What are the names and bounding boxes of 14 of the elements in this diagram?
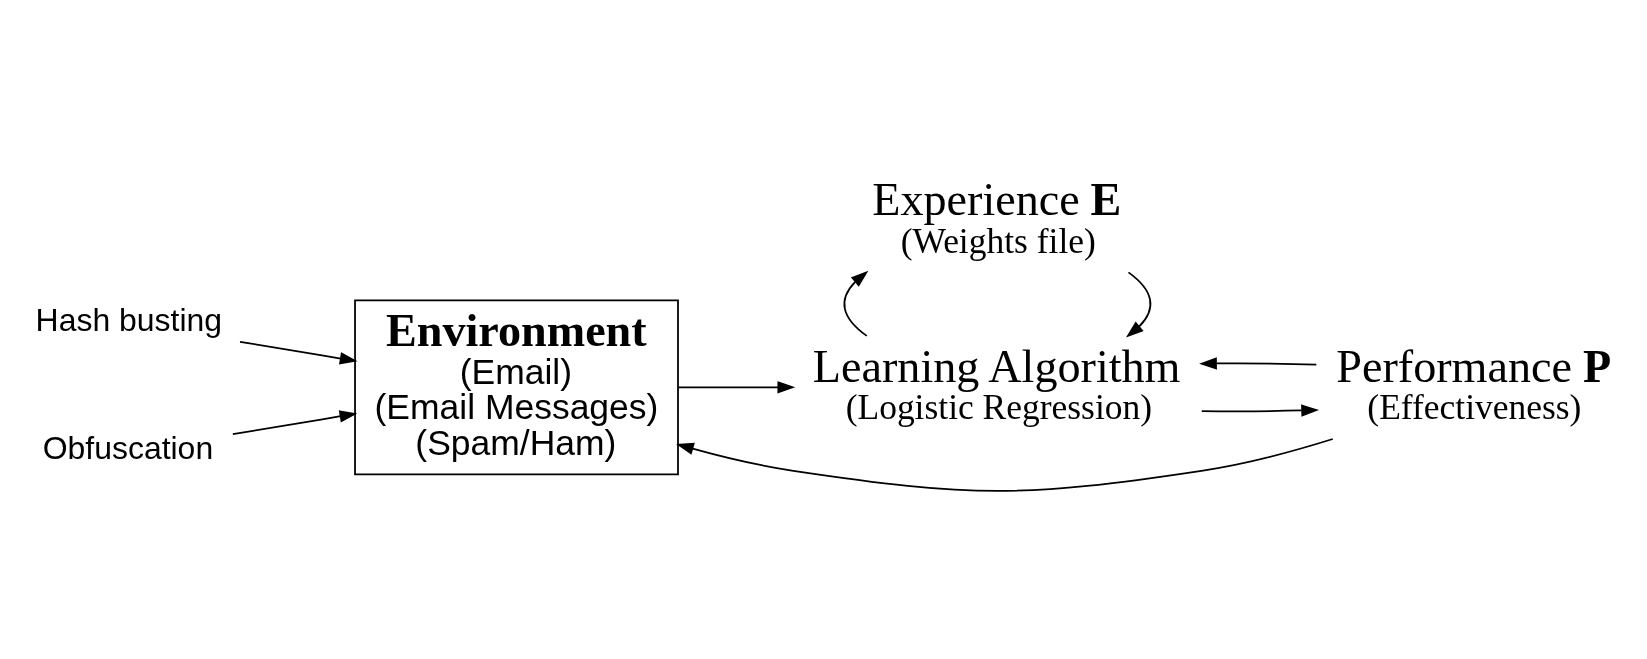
node-text: Learning Algorithm (Logistic Regression) [812, 340, 1181, 427]
node-text: Performance P (Effectiveness) [1336, 340, 1612, 427]
arrow [1200, 403, 1320, 417]
arrow [231, 409, 358, 435]
arrow [239, 340, 358, 364]
node-box: Environment (Email) (Email Messages) (Spam/Ham) [354, 299, 679, 475]
node-text: Obfuscation [42, 429, 214, 466]
arrow [1125, 271, 1152, 338]
arrow [843, 270, 869, 337]
arrow [677, 380, 796, 394]
node-text: Experience E (Weights file) [872, 173, 1122, 260]
node-text: Hash busting [35, 301, 223, 338]
arrow [1199, 356, 1318, 370]
arrow [676, 437, 1334, 492]
